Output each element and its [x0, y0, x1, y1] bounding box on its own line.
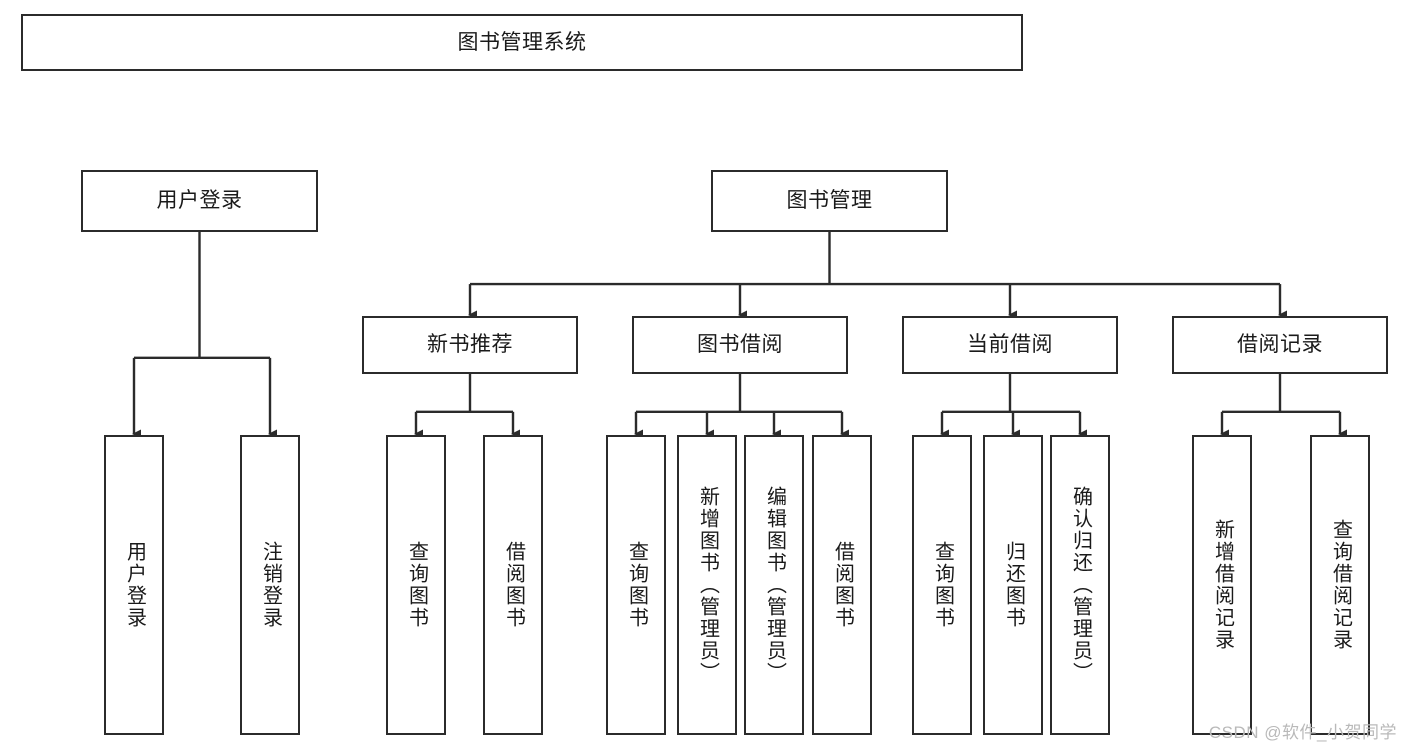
node-query-book-3[interactable]: 查询图书 — [912, 435, 972, 735]
node-borrow-book-1[interactable]: 借阅图书 — [483, 435, 543, 735]
node-label: 新书推荐 — [427, 333, 513, 357]
node-label: 图书管理 — [786, 189, 873, 213]
node-user-login-do[interactable]: 用户登录 — [104, 435, 164, 735]
node-borrow-record[interactable]: 借阅记录 — [1172, 316, 1388, 374]
node-label: 图书管理系统 — [457, 30, 587, 54]
node-label: 图书借阅 — [697, 333, 783, 357]
node-add-book-admin[interactable]: 新增图书（管理员） — [677, 435, 737, 735]
node-label: 查询图书 — [625, 541, 648, 629]
node-label: 确认归还（管理员） — [1069, 486, 1092, 684]
node-label: 注销登录 — [259, 541, 282, 629]
node-label: 查询借阅记录 — [1329, 519, 1352, 651]
node-user-login[interactable]: 用户登录 — [81, 170, 318, 232]
node-confirm-return-admin[interactable]: 确认归还（管理员） — [1050, 435, 1110, 735]
node-query-book-2[interactable]: 查询图书 — [606, 435, 666, 735]
node-label: 用户登录 — [156, 189, 243, 213]
watermark: CSDN @软件_小贺同学 — [1208, 723, 1397, 742]
node-edit-book-admin[interactable]: 编辑图书（管理员） — [744, 435, 804, 735]
node-label: 查询图书 — [405, 541, 428, 629]
node-label: 新增借阅记录 — [1211, 519, 1234, 651]
node-return-book[interactable]: 归还图书 — [983, 435, 1043, 735]
node-label: 用户登录 — [123, 541, 146, 629]
node-label: 借阅图书 — [831, 541, 854, 629]
node-current-borrow[interactable]: 当前借阅 — [902, 316, 1118, 374]
node-root[interactable]: 图书管理系统 — [21, 14, 1023, 71]
node-label: 编辑图书（管理员） — [763, 486, 786, 684]
node-query-borrow-record[interactable]: 查询借阅记录 — [1310, 435, 1370, 735]
node-user-logout[interactable]: 注销登录 — [240, 435, 300, 735]
node-add-borrow-record[interactable]: 新增借阅记录 — [1192, 435, 1252, 735]
node-book-manage[interactable]: 图书管理 — [711, 170, 948, 232]
node-label: 借阅图书 — [502, 541, 525, 629]
node-label: 新增图书（管理员） — [696, 486, 719, 684]
node-query-book-1[interactable]: 查询图书 — [386, 435, 446, 735]
node-label: 归还图书 — [1002, 541, 1025, 629]
node-borrow-book-2[interactable]: 借阅图书 — [812, 435, 872, 735]
node-book-borrow[interactable]: 图书借阅 — [632, 316, 848, 374]
node-new-book-rec[interactable]: 新书推荐 — [362, 316, 578, 374]
node-label: 当前借阅 — [967, 333, 1053, 357]
node-label: 借阅记录 — [1237, 333, 1323, 357]
node-label: 查询图书 — [931, 541, 954, 629]
